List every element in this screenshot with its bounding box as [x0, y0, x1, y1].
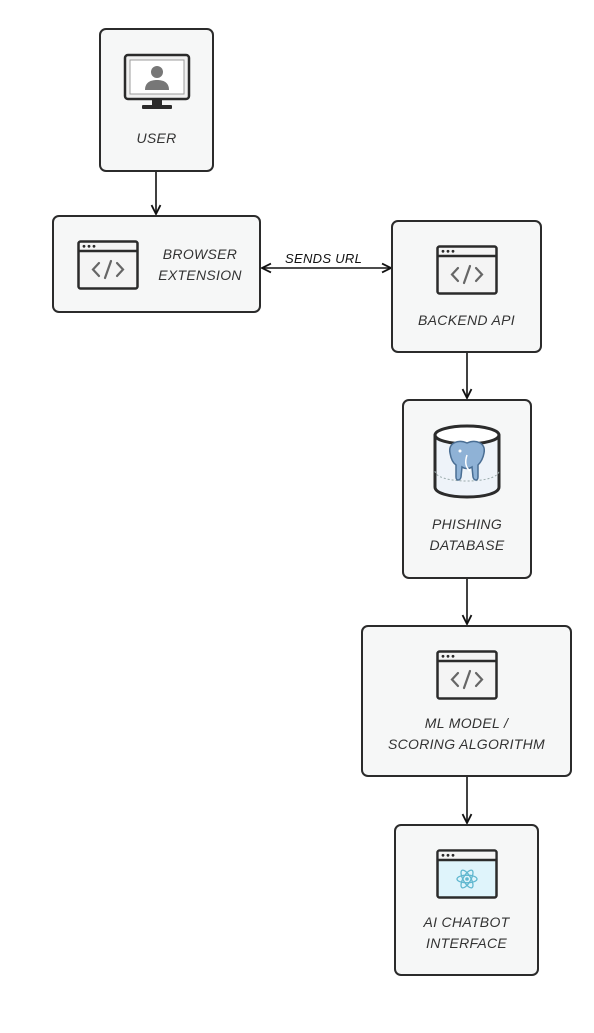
postgres-database-icon — [433, 424, 501, 499]
code-window-icon — [77, 240, 139, 290]
node-label: USER — [136, 130, 177, 146]
node-label: AI CHATBOT INTERFACE — [423, 914, 510, 951]
node-backend-api[interactable]: BACKEND API — [391, 220, 542, 353]
code-window-icon — [436, 650, 498, 700]
node-user[interactable]: USER — [99, 28, 214, 172]
monitor-user-icon — [123, 53, 191, 109]
node-label: PHISHING DATABASE — [429, 516, 505, 553]
node-label: BACKEND API — [418, 312, 515, 328]
node-browser-extension[interactable]: BROWSER EXTENSION — [52, 215, 261, 313]
edge-label-sends-url: SENDS URL — [285, 251, 363, 266]
react-window-icon — [436, 849, 498, 899]
node-label: ML MODEL / SCORING ALGORITHM — [387, 715, 546, 752]
node-ai-chatbot[interactable]: AI CHATBOT INTERFACE — [394, 824, 539, 976]
node-label: BROWSER EXTENSION — [158, 246, 242, 283]
code-window-icon — [436, 245, 498, 295]
node-phishing-database[interactable]: PHISHING DATABASE — [402, 399, 532, 579]
node-ml-model[interactable]: ML MODEL / SCORING ALGORITHM — [361, 625, 572, 777]
